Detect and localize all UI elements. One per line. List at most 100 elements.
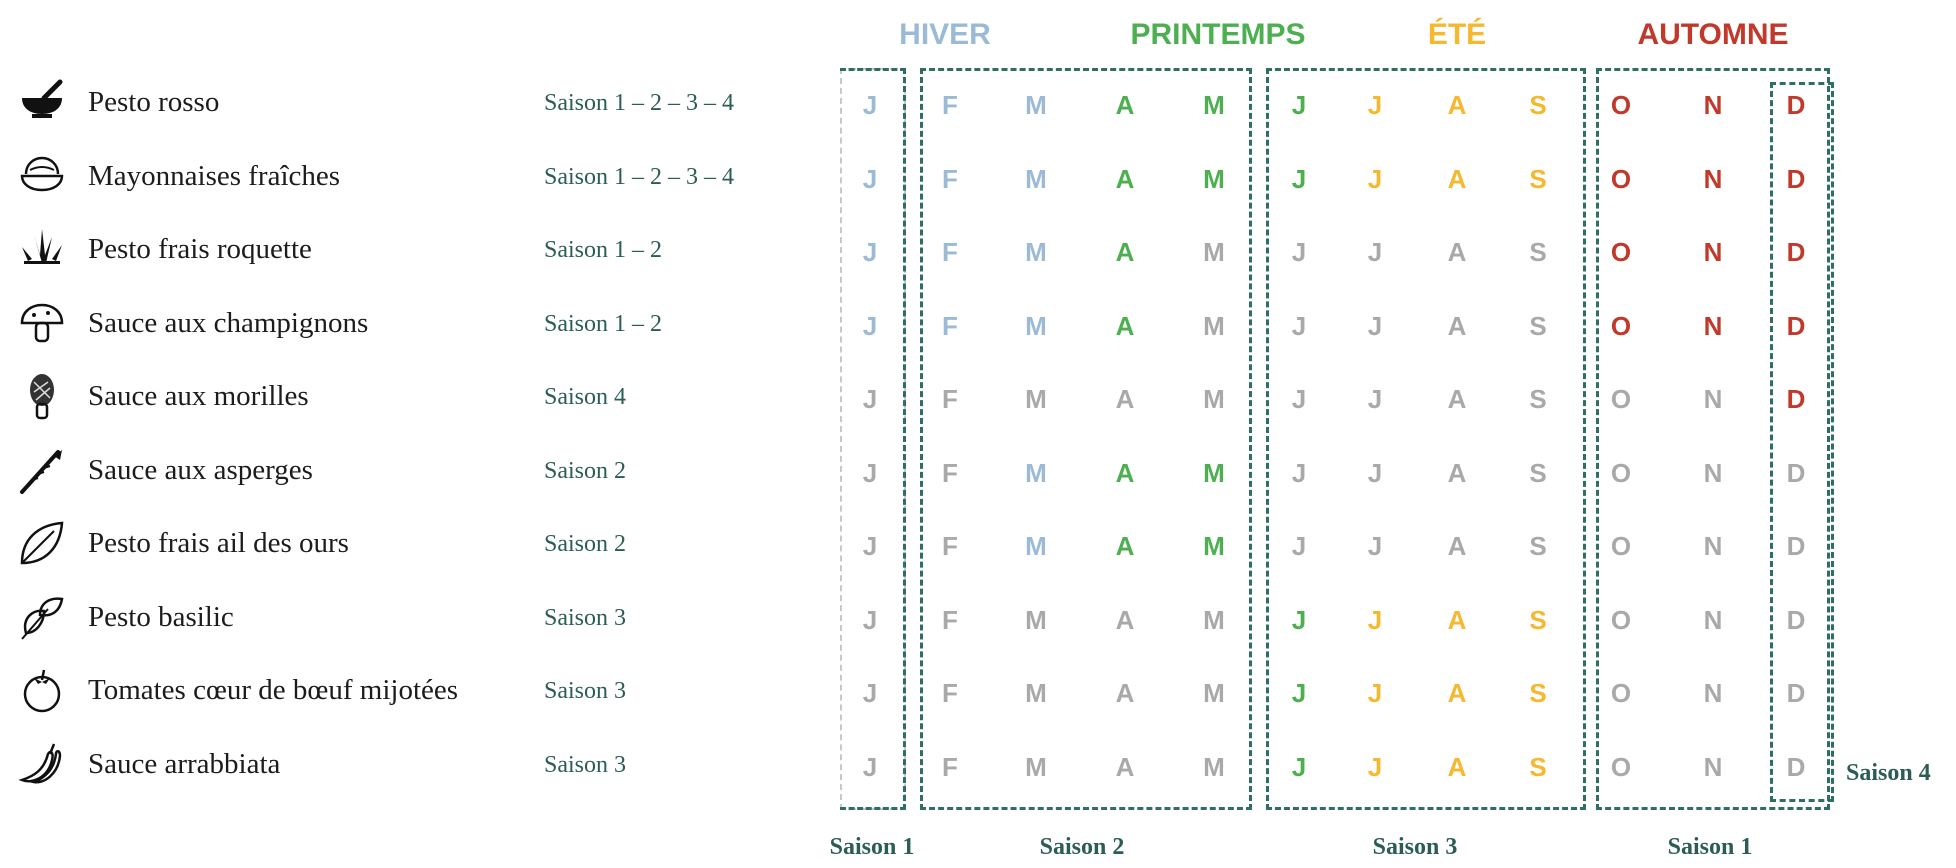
- month-cell: N: [1703, 604, 1723, 635]
- month-cell: O: [1610, 457, 1632, 488]
- month-cell: F: [942, 310, 958, 341]
- month-cell: S: [1529, 604, 1547, 635]
- month-cell: M: [1025, 384, 1047, 414]
- bowl-icon: [18, 152, 66, 200]
- month-cell: A: [1115, 678, 1135, 708]
- month-cell: M: [1025, 531, 1047, 561]
- month-cell: M: [1203, 310, 1225, 341]
- month-cell: M: [1203, 678, 1225, 708]
- row-product-name: Sauce arrabbiata: [88, 747, 281, 780]
- month-cell: A: [1447, 90, 1467, 120]
- row-saison: Saison 4: [544, 384, 627, 410]
- month-cell: A: [1115, 384, 1135, 414]
- row-saison: Saison 1 – 2 – 3 – 4: [544, 90, 735, 116]
- rocket-leaves-icon: [18, 225, 66, 273]
- month-cell: A: [1447, 751, 1467, 782]
- row-saison: Saison 3: [544, 604, 627, 631]
- month-cell: A: [1447, 237, 1467, 267]
- month-cell: S: [1529, 384, 1547, 414]
- month-cell: D: [1786, 310, 1806, 341]
- bottom-label-saison-1-left: Saison 1: [829, 834, 915, 860]
- row-saison: Saison 2: [544, 457, 627, 484]
- month-cell: O: [1610, 163, 1632, 194]
- month-cell: A: [1447, 678, 1467, 708]
- month-cell: A: [1447, 604, 1467, 635]
- month-cell: J: [862, 457, 878, 488]
- month-cell: O: [1610, 678, 1632, 708]
- month-cell: O: [1610, 310, 1632, 341]
- month-cell: J: [1367, 751, 1383, 782]
- season-box-saison-3: [1266, 68, 1586, 810]
- row-saison: Saison 1 – 2: [544, 310, 663, 337]
- month-cell: J: [1291, 457, 1307, 488]
- morel-icon: [18, 372, 66, 420]
- month-cell: J: [1367, 90, 1383, 120]
- month-cell: O: [1610, 90, 1632, 120]
- month-cell: J: [862, 163, 878, 194]
- month-cell: J: [1291, 90, 1307, 120]
- month-cell: S: [1529, 457, 1547, 488]
- month-cell: A: [1115, 310, 1135, 341]
- month-cell: J: [1367, 531, 1383, 561]
- month-cell: J: [1291, 604, 1307, 635]
- month-cell: O: [1610, 237, 1632, 267]
- month-cell: M: [1025, 163, 1047, 194]
- season-title-automne: AUTOMNE: [1637, 18, 1789, 51]
- row-saison: Saison 2: [544, 531, 627, 557]
- month-cell: J: [1291, 163, 1307, 194]
- row-product-name: Pesto rosso: [88, 86, 220, 118]
- month-cell: A: [1447, 384, 1467, 414]
- row-saison: Saison 3: [544, 678, 627, 704]
- month-cell: S: [1529, 237, 1547, 267]
- month-cell: J: [862, 384, 878, 414]
- month-cell: S: [1529, 751, 1547, 782]
- month-cell: J: [1367, 163, 1383, 194]
- month-cell: J: [862, 678, 878, 708]
- month-cell: D: [1786, 751, 1806, 782]
- month-cell: M: [1025, 751, 1047, 782]
- month-cell: M: [1203, 163, 1225, 194]
- month-cell: A: [1115, 531, 1135, 561]
- month-cell: M: [1203, 604, 1225, 635]
- row-saison: Saison 1 – 2 – 3 – 4: [544, 163, 735, 190]
- month-cell: D: [1786, 163, 1806, 194]
- month-cell: N: [1703, 163, 1723, 194]
- month-cell: A: [1447, 163, 1467, 194]
- month-cell: J: [1291, 678, 1307, 708]
- month-cell: J: [1291, 531, 1307, 561]
- month-cell: F: [942, 90, 958, 120]
- month-cell: J: [1367, 457, 1383, 488]
- month-cell: M: [1203, 384, 1225, 414]
- month-cell: A: [1447, 310, 1467, 341]
- month-cell: D: [1786, 604, 1806, 635]
- month-cell: A: [1115, 90, 1135, 120]
- month-cell: A: [1115, 457, 1135, 488]
- row-saison: Saison 3: [544, 751, 627, 778]
- month-cell: M: [1025, 237, 1047, 267]
- month-cell: F: [942, 384, 958, 414]
- row-product-name: Sauce aux champignons: [88, 306, 369, 339]
- month-cell: M: [1025, 90, 1047, 120]
- month-cell: N: [1703, 531, 1723, 561]
- month-cell: F: [942, 163, 958, 194]
- month-cell: N: [1703, 90, 1723, 120]
- bottom-label-saison-3: Saison 3: [1372, 834, 1458, 860]
- month-cell: A: [1115, 604, 1135, 635]
- asparagus-icon: [18, 446, 66, 494]
- month-cell: J: [1367, 604, 1383, 635]
- side-label-saison-4: Saison 4: [1846, 760, 1931, 786]
- month-cell: J: [862, 531, 878, 561]
- row-product-name: Sauce aux morilles: [88, 380, 309, 412]
- basil-icon: [18, 593, 66, 641]
- month-cell: O: [1610, 604, 1632, 635]
- row-product-name: Pesto frais ail des ours: [88, 527, 349, 559]
- month-cell: D: [1786, 678, 1806, 708]
- row-product-name: Sauce aux asperges: [88, 453, 313, 486]
- month-cell: D: [1786, 237, 1806, 267]
- month-cell: F: [942, 237, 958, 267]
- season-title-ete: ÉTÉ: [1427, 18, 1487, 51]
- month-cell: J: [1367, 237, 1383, 267]
- month-cell: M: [1203, 457, 1225, 488]
- month-cell: M: [1203, 751, 1225, 782]
- month-cell: J: [1367, 678, 1383, 708]
